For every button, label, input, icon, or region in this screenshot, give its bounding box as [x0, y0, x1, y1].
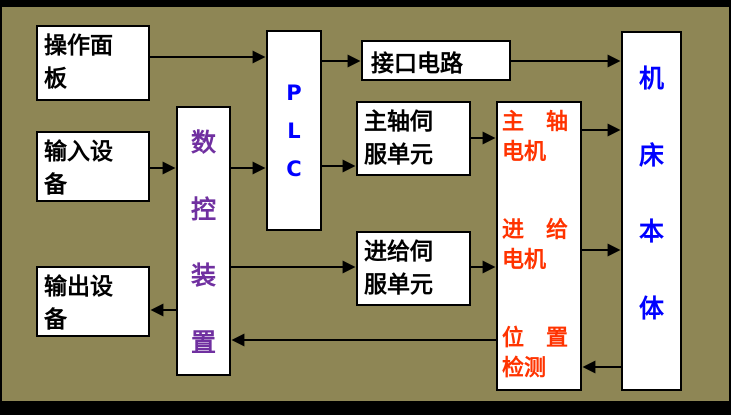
- machine-body-box: 机 床 本 体: [621, 31, 682, 391]
- feed-servo-box: 进给伺 服单元: [356, 231, 471, 306]
- spindle-servo-label: 服单元: [364, 142, 433, 168]
- input-device-box: 输入设 备: [36, 131, 150, 202]
- interface-circuit-box: 接口电路: [361, 40, 511, 81]
- operation-panel-label: 板: [44, 66, 67, 92]
- output-device-label: 输出设: [44, 274, 113, 300]
- spindle-servo-box: 主轴伺 服单元: [356, 101, 471, 176]
- spindle-motor-label: 主 轴 电机: [502, 110, 569, 165]
- machine-body-char: 机: [638, 64, 664, 93]
- operation-panel-box: 操作面 板: [36, 25, 150, 101]
- interface-circuit-label: 接口电路: [371, 50, 463, 77]
- feed-servo-label: 服单元: [364, 272, 433, 298]
- operation-panel-label: 操作面: [44, 33, 113, 59]
- output-device-box: 输出设 备: [36, 266, 150, 337]
- position-detection-label: 位 置 检测: [502, 326, 569, 381]
- machine-body-char: 本: [638, 217, 664, 247]
- output-device-label: 备: [44, 307, 67, 333]
- machine-body-char: 床: [638, 140, 664, 170]
- cnc-unit-box: 数 控 装 置: [176, 106, 231, 376]
- plc-char: P: [286, 80, 302, 105]
- cnc-unit-char: 装: [190, 261, 216, 291]
- plc-char: C: [286, 156, 302, 181]
- plc-char: L: [287, 118, 301, 143]
- motors-and-detection-box: 主 轴 电机 进 给 电机 位 置 检测: [496, 101, 582, 391]
- spindle-servo-label: 主轴伺: [364, 109, 433, 135]
- cnc-unit-char: 数: [190, 128, 216, 158]
- input-device-label: 输入设: [44, 139, 113, 165]
- feed-servo-label: 进给伺: [364, 239, 433, 265]
- plc-box: P L C: [266, 30, 322, 231]
- input-device-label: 备: [44, 172, 67, 198]
- cnc-unit-char: 控: [190, 194, 216, 224]
- cnc-unit-char: 置: [190, 327, 216, 357]
- feed-motor-label: 进 给 电机: [502, 218, 569, 273]
- machine-body-char: 体: [638, 293, 664, 323]
